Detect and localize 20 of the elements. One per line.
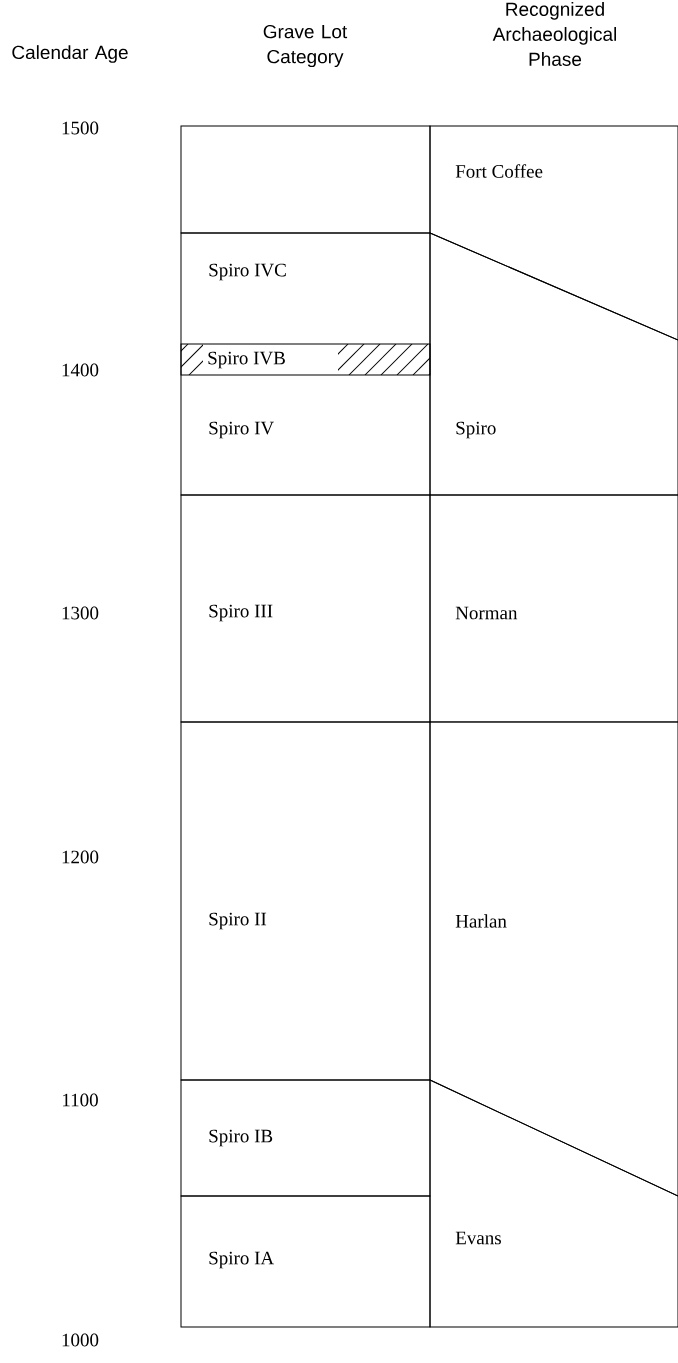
- column-header: Calendar Age: [12, 45, 128, 63]
- table-cell: Spiro IB: [180, 1079, 431, 1197]
- year-label: 1000: [62, 1333, 99, 1347]
- column-header: Grave Lot Category: [263, 24, 348, 68]
- year-label: 1500: [62, 121, 99, 135]
- hatched-band: Spiro IVB: [180, 343, 431, 376]
- year-label: 1200: [62, 850, 99, 864]
- table-cell: Spiro II: [180, 721, 431, 1081]
- table-cell: Norman: [429, 494, 678, 723]
- table-cell: Fort Coffee: [429, 125, 678, 341]
- column-header: Recognized Archaeological Phase: [492, 2, 616, 66]
- year-label: 1300: [62, 606, 99, 620]
- table-cell: Spiro III: [180, 494, 431, 723]
- table-cell: Harlan: [429, 721, 678, 1197]
- table-cell: Evans: [429, 1079, 678, 1328]
- year-label: 1400: [62, 363, 99, 377]
- table-cell: Spiro: [429, 232, 678, 496]
- table-cell: Spiro IA: [180, 1195, 431, 1328]
- year-label: 1100: [63, 1093, 98, 1107]
- table-cell: [180, 125, 431, 234]
